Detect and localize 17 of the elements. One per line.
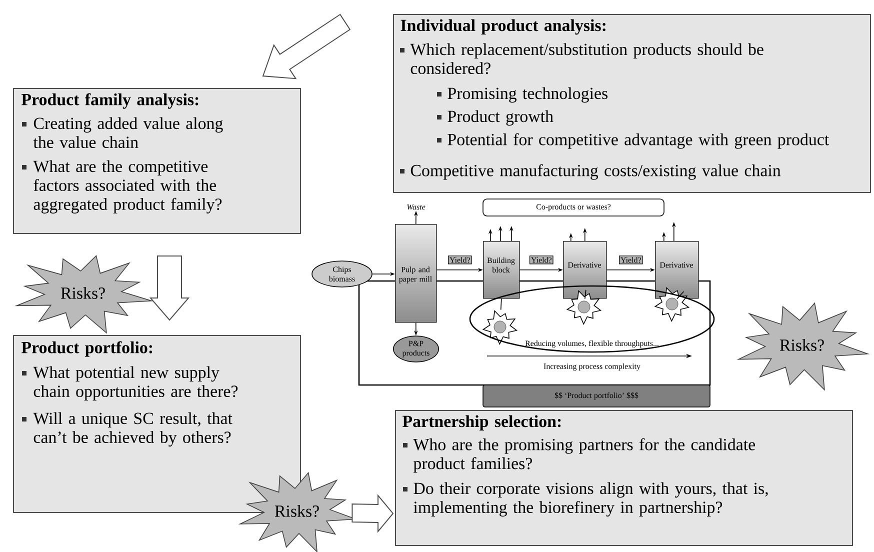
bullet-item: Creating added value along the value chain xyxy=(22,117,223,148)
block-arrow xyxy=(149,256,190,321)
bullet-item: What are the competitive factors associated with the aggregated product family? xyxy=(22,160,222,214)
panel-heading: Product family analysis: xyxy=(22,93,198,109)
block-arrow xyxy=(352,494,394,533)
bullet-item: Potential for competitive advantage with green product xyxy=(437,133,830,149)
bullet-item: Promising technologies xyxy=(437,87,608,103)
bullet-item: Who are the promising partners for the candidate product families? xyxy=(403,438,756,473)
panel-heading: Product portfolio: xyxy=(22,341,152,357)
panel-heading: Partnership selection: xyxy=(402,415,561,431)
bullet-item: What potential new supply chain opportunities are there? xyxy=(22,366,238,400)
bullet-item: Competitive manufacturing costs/existing value chain xyxy=(400,164,781,180)
bullet-item: Product growth xyxy=(437,110,554,126)
bullet-item: Do their corporate visions align with yours, that is, implementing the biorefinery in partnership? xyxy=(403,482,768,517)
panel-heading: Individual product analysis: xyxy=(400,19,606,35)
bullet-item: Will a unique SC result, that can’t be achieved by others? xyxy=(22,412,232,447)
bullet-item: Which replacement/substitution products should be considered? xyxy=(400,43,764,74)
